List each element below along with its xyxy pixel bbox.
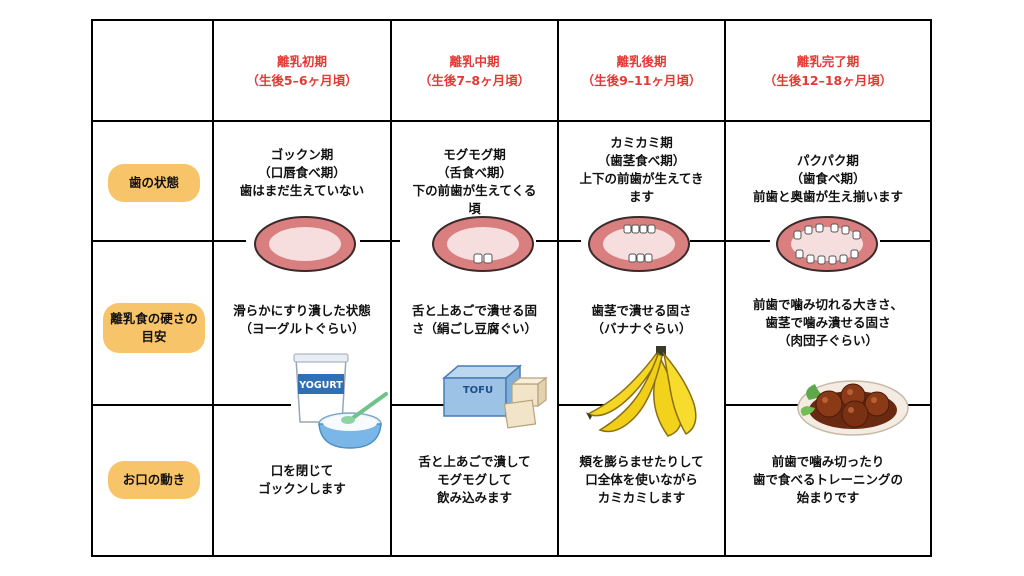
table-row-divider-3d — [724, 404, 802, 406]
cell-line: 頬を膨らませたりして — [579, 454, 704, 469]
cell-line: （歯食べ期） — [790, 171, 866, 186]
cell-line: ゴックン期 — [270, 147, 334, 162]
table-divider-2 — [390, 20, 392, 557]
cell-line: （口唇食べ期） — [258, 165, 346, 180]
teeth-cell-complete: パクパク期 （歯食べ期） 前歯と奥歯が生え揃います — [726, 152, 930, 206]
cell-line: （肉団子ぐらい） — [777, 333, 878, 348]
cell-line: 頃 — [468, 201, 481, 216]
tofu-icon: TOFU — [441, 364, 548, 429]
cell-line: 歯で食べるトレーニングの — [752, 472, 903, 487]
row-label-text-line2: 目安 — [141, 329, 167, 344]
row-label-text: お口の動き — [122, 472, 186, 487]
cell-line: 口を閉じて — [270, 463, 334, 478]
stage-age: （生後5–6ヶ月頃） — [246, 73, 358, 88]
banana-icon — [586, 346, 697, 437]
stage-age: （生後12–18ヶ月頃） — [763, 73, 893, 88]
mouth-cell-early: 口を閉じて ゴックンします — [214, 462, 390, 498]
cell-line: ます — [628, 189, 654, 204]
cell-line: 前歯で噛み切ったり — [771, 454, 885, 469]
row-label-text: 歯の状態 — [128, 175, 179, 190]
teeth-cell-middle: モグモグ期 （舌食べ期） 下の前歯が生えてくる 頃 — [392, 146, 557, 218]
cell-line: 下の前歯が生えてくる — [412, 183, 537, 198]
hardness-cell-late: 歯茎で潰せる固さ （バナナぐらい） — [559, 302, 724, 338]
stage-age: （生後7–8ヶ月頃） — [418, 73, 531, 88]
mouth-cell-complete: 前歯で噛み切ったり 歯で食べるトレーニングの 始まりです — [726, 453, 930, 507]
cell-line: 始まりです — [796, 490, 860, 505]
hardness-cell-early: 滑らかにすり潰した状態 （ヨーグルトぐらい） — [214, 302, 390, 338]
stage-name: 離乳完了期 — [796, 54, 860, 69]
stage-header-late: 離乳後期 （生後9–11ヶ月頃） — [559, 52, 724, 90]
cell-line: パクパク期 — [797, 153, 859, 168]
cell-line: カミカミします — [597, 490, 686, 505]
cell-line: （舌食べ期） — [436, 165, 512, 180]
hardness-cell-middle: 舌と上あごで潰せる固 さ（絹ごし豆腐ぐい） — [392, 302, 557, 338]
mouth-cell-late: 頬を膨らませたりして 口全体を使いながら カミカミします — [559, 453, 724, 507]
meatball-icon — [797, 380, 909, 436]
cell-line: 歯茎で噛み潰せる固さ — [765, 315, 891, 330]
yogurt-icon: YOGURT — [293, 353, 388, 449]
table-row-divider-2b — [360, 240, 400, 242]
mouth-no-teeth-icon — [254, 216, 356, 272]
table-divider-3 — [557, 20, 559, 557]
hardness-cell-complete: 前歯で噛み切れる大きさ、 歯茎で噛み潰せる固さ （肉団子ぐらい） — [726, 296, 930, 350]
row-label-teeth: 歯の状態 — [108, 164, 200, 202]
mouth-lower-front-teeth-icon — [432, 216, 534, 272]
stage-age: （生後9–11ヶ月頃） — [581, 73, 702, 88]
cell-line: （歯茎食べ期） — [597, 153, 686, 168]
table-row-divider-3e — [902, 404, 932, 406]
stage-name: 離乳中期 — [449, 54, 500, 69]
cell-line: 舌と上あごで潰せる固 — [411, 303, 538, 318]
cell-line: モグモグ期 — [443, 147, 506, 162]
table-row-divider-2c — [536, 240, 581, 242]
cell-line: 歯茎で潰せる固さ — [591, 303, 692, 318]
row-label-mouth: お口の動き — [108, 461, 200, 499]
stage-header-complete: 離乳完了期 （生後12–18ヶ月頃） — [726, 52, 930, 90]
row-label-hardness: 離乳食の硬さの 目安 — [103, 303, 205, 353]
mouth-full-teeth-icon — [776, 216, 878, 272]
cell-line: ゴックンします — [258, 481, 346, 496]
cell-line: 飲み込みます — [436, 490, 512, 505]
teeth-cell-late: カミカミ期 （歯茎食べ期） 上下の前歯が生えてき ます — [559, 134, 724, 206]
table-border-top — [91, 19, 932, 21]
table-row-divider-2a — [91, 240, 246, 242]
cell-line: 前歯で噛み切れる大きさ、 — [752, 297, 903, 312]
stage-header-middle: 離乳中期 （生後7–8ヶ月頃） — [392, 52, 557, 90]
stage-header-early: 離乳初期 （生後5–6ヶ月頃） — [214, 52, 390, 90]
tofu-label: TOFU — [463, 385, 493, 396]
table-divider-1 — [212, 20, 214, 557]
cell-line: さ（絹ごし豆腐ぐい） — [411, 321, 537, 336]
table-row-divider-2d — [690, 240, 770, 242]
stage-name: 離乳後期 — [616, 54, 667, 69]
cell-line: 前歯と奥歯が生え揃います — [752, 189, 903, 204]
table-border-bottom — [91, 555, 932, 557]
cell-line: （バナナぐらい） — [591, 321, 692, 336]
table-divider-4 — [724, 20, 726, 557]
table-border-right — [930, 20, 932, 557]
teeth-cell-early: ゴックン期 （口唇食べ期） 歯はまだ生えていない — [214, 146, 390, 200]
cell-line: （ヨーグルトぐらい） — [239, 321, 365, 336]
table-row-divider-2e — [880, 240, 932, 242]
table-row-divider-1 — [91, 120, 932, 122]
table-row-divider-3b — [390, 404, 450, 406]
table-row-divider-3c — [557, 404, 617, 406]
stage-name: 離乳初期 — [276, 54, 327, 69]
cell-line: 口全体を使いながら — [585, 472, 698, 487]
mouth-cell-middle: 舌と上あごで潰して モグモグして 飲み込みます — [392, 453, 557, 507]
mouth-upper-lower-front-teeth-icon — [588, 216, 690, 272]
yogurt-label: YOGURT — [298, 380, 343, 391]
cell-line: 上下の前歯が生えてき — [579, 171, 704, 186]
table-row-divider-3a — [91, 404, 291, 406]
cell-line: カミカミ期 — [610, 135, 673, 150]
table-border-left — [91, 20, 93, 557]
cell-line: 舌と上あごで潰して — [418, 454, 531, 469]
cell-line: 歯はまだ生えていない — [239, 183, 365, 198]
cell-line: モグモグして — [437, 472, 512, 487]
row-label-text-line1: 離乳食の硬さの — [110, 311, 198, 326]
cell-line: 滑らかにすり潰した状態 — [233, 303, 371, 318]
